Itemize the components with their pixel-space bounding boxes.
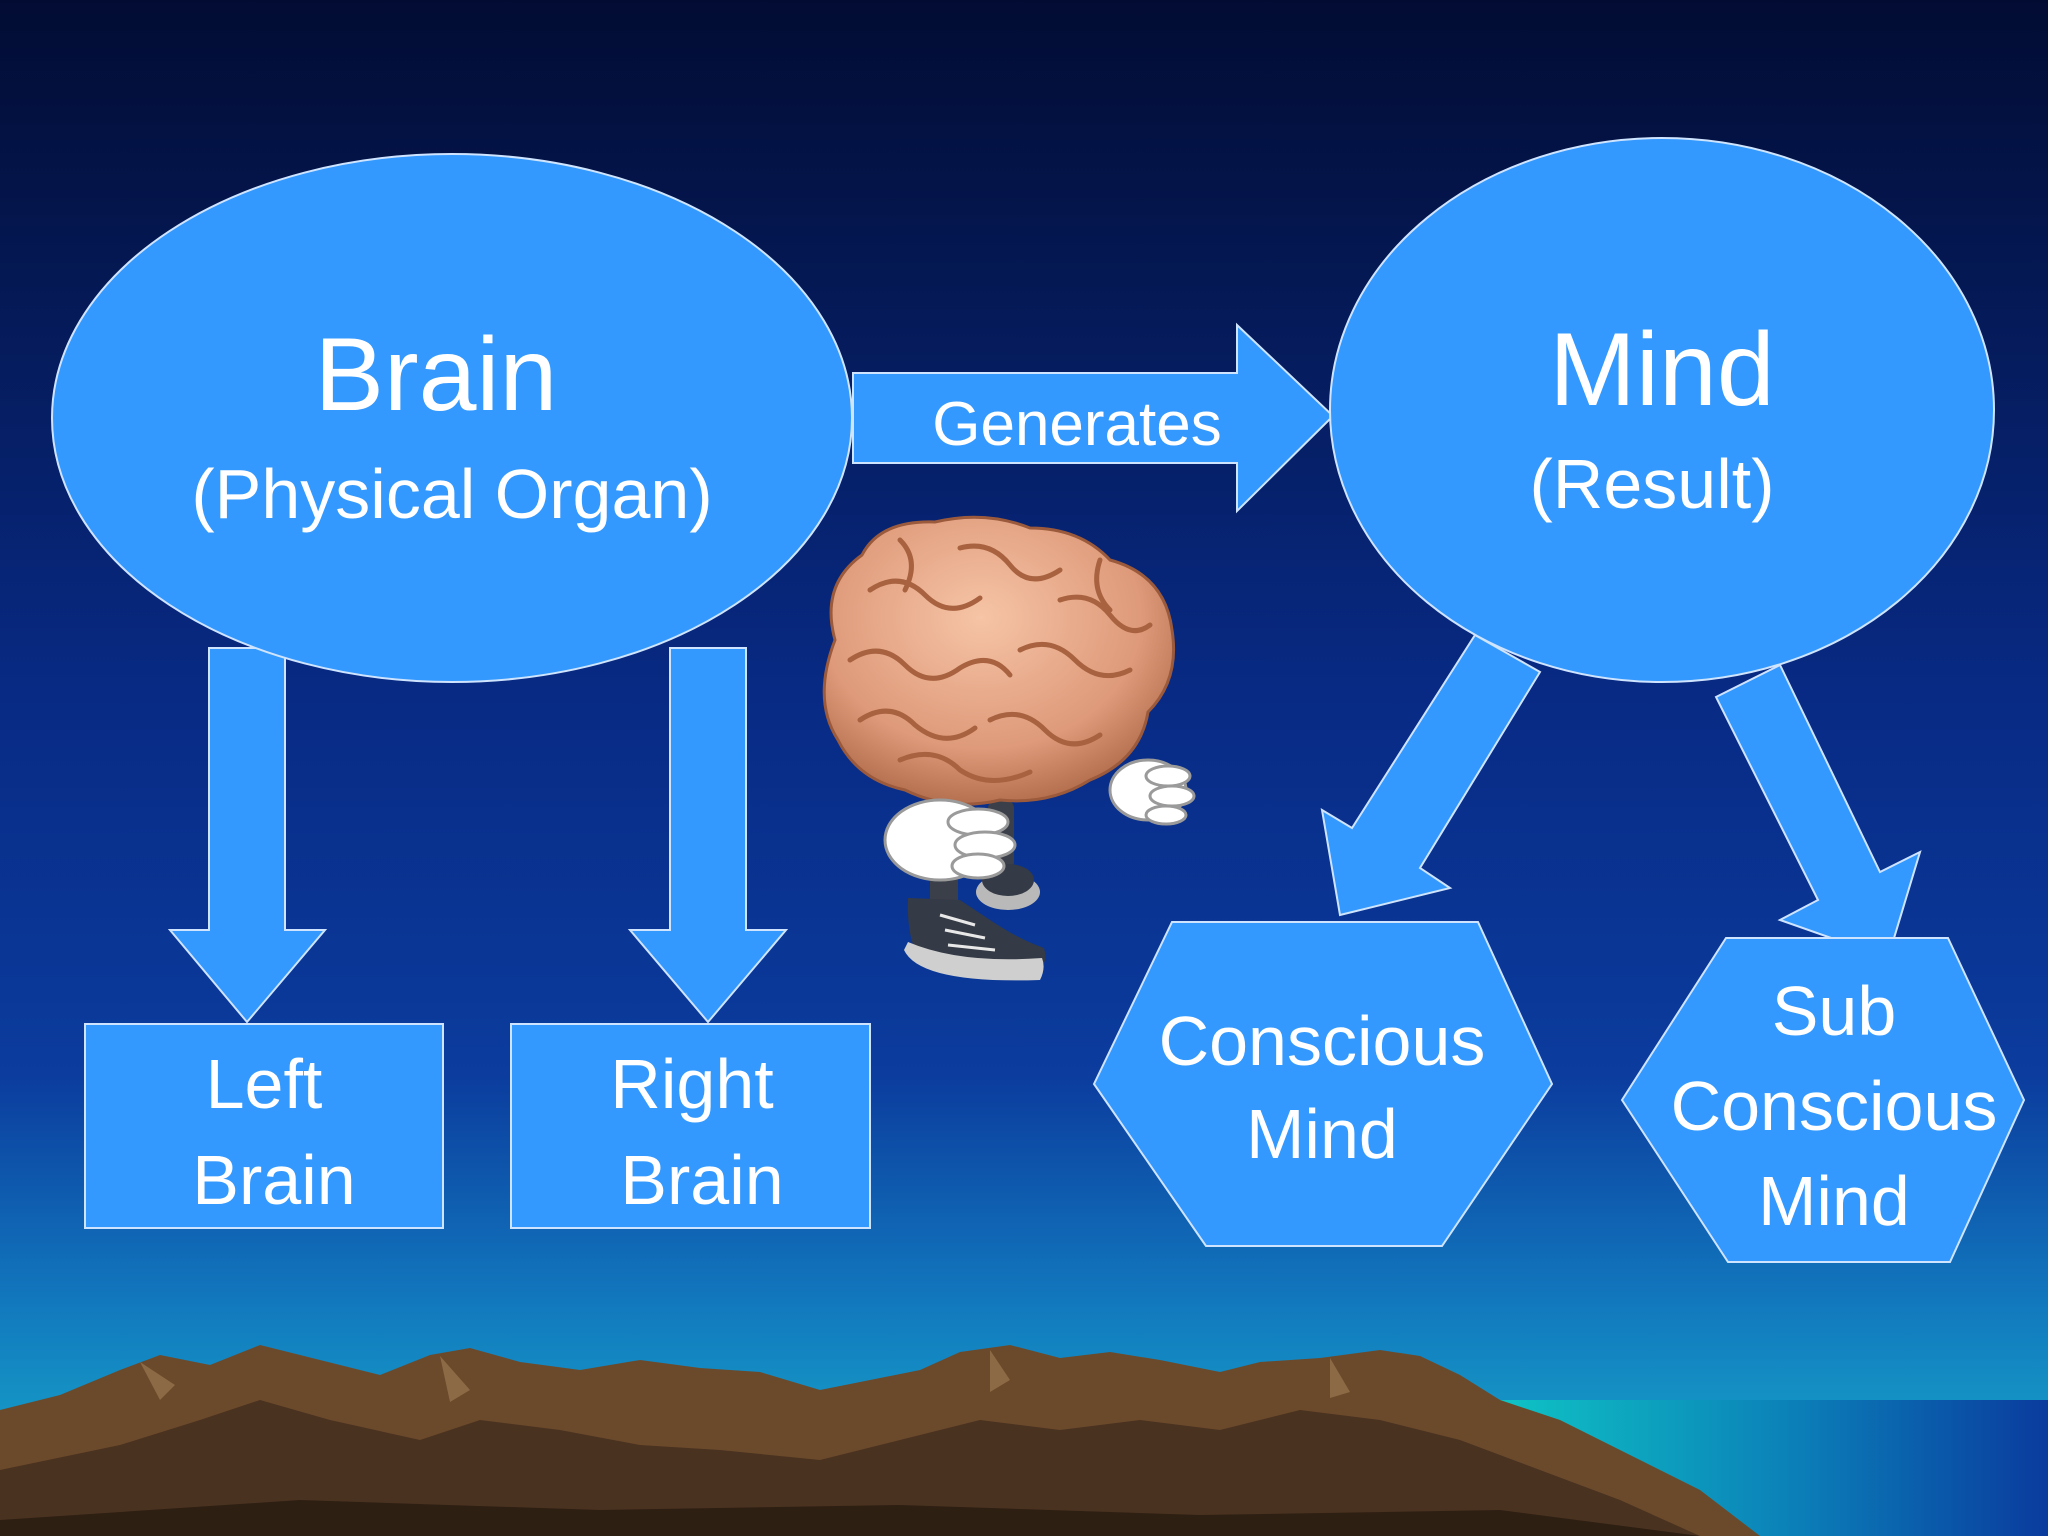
conscious-mind-label-line2: Mind: [1246, 1095, 1398, 1173]
cartoon-brain-character-icon: [822, 515, 1196, 981]
brain-subtitle: (Physical Organ): [191, 455, 712, 533]
sub-conscious-mind-arrow: [1714, 663, 1922, 960]
left-brain-arrow: [167, 647, 328, 1024]
mountain-range: [0, 1345, 1760, 1536]
generates-arrow: [852, 322, 1335, 514]
left-brain-label-line2: Brain: [192, 1141, 355, 1219]
conscious-mind-hexagon: [1092, 921, 1554, 1247]
mind-subtitle: (Result): [1529, 445, 1774, 523]
generates-label: Generates: [932, 390, 1222, 459]
right-brain-arrow: [627, 647, 789, 1024]
conscious-mind-label-line1: Conscious: [1159, 1002, 1486, 1080]
sub-conscious-mind-label-line2: Conscious: [1671, 1067, 1998, 1145]
sub-conscious-mind-label-line3: Mind: [1758, 1162, 1910, 1240]
right-brain-label-line1: Right: [610, 1045, 773, 1123]
left-brain-box: [84, 1023, 444, 1229]
conscious-mind-arrow: [1320, 633, 1542, 917]
sub-conscious-mind-hexagon: [1620, 937, 2026, 1263]
right-brain-label-line2: Brain: [620, 1141, 783, 1219]
left-brain-label-line1: Left: [206, 1045, 323, 1123]
mind-ellipse: [1329, 137, 1995, 683]
brain-title: Brain: [315, 317, 558, 433]
sub-conscious-mind-label-line1: Sub: [1772, 972, 1897, 1050]
mind-title: Mind: [1549, 312, 1774, 428]
brain-ellipse: [51, 153, 853, 683]
right-brain-box: [510, 1023, 871, 1229]
